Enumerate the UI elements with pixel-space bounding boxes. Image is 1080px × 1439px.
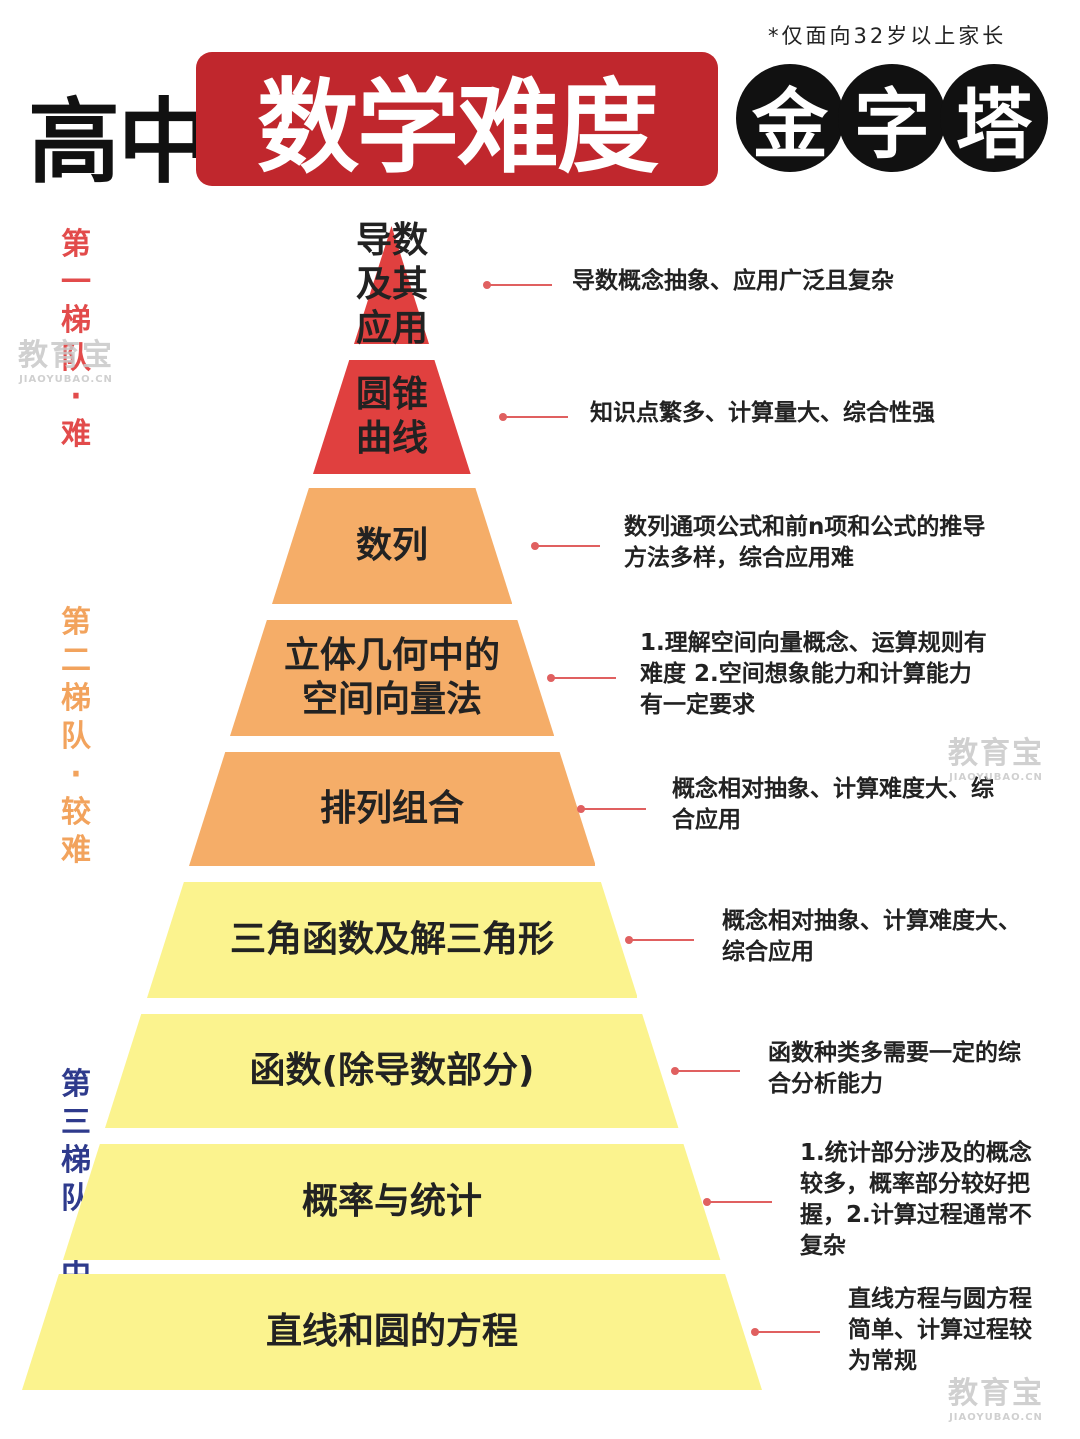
pyramid-topic: 导数 及其应用 [355,220,428,349]
pyramid-layer: 数列 [271,488,513,604]
connector-line [547,674,616,682]
title-circle-2: 字 [838,64,946,172]
pyramid-layer: 函数(除导数部分) [105,1014,679,1128]
topic-description: 导数概念抽象、应用广泛且复杂 [572,268,894,294]
pyramid-layer: 概率与统计 [63,1144,721,1260]
pyramid-topic: 数列 [355,525,428,567]
watermark-2: 教育宝 JIAOYUBAO.CN [948,736,1044,783]
pyramid-layer-shape [188,752,596,866]
pyramid-layer-shape [63,1144,721,1260]
pyramid-layer-shape [271,488,513,604]
pyramid-layer-shape [313,360,471,474]
pyramid-layer: 直线和圆的方程 [22,1274,762,1390]
title-circle-1: 金 [736,64,844,172]
topic-description: 函数种类多需要一定的综 合分析能力 [768,1040,1021,1097]
topic-description: 1.理解空间向量概念、运算规则有 难度 2.空间想象能力和计算能力 有一定要求 [640,630,987,718]
pyramid-topic: 概率与统计 [301,1181,482,1223]
pyramid-topic: 圆锥 曲线 [355,374,428,459]
pyramid-layer-shape [146,882,638,998]
audience-note: *仅面向32岁以上家长 [768,24,1007,48]
topic-description: 概念相对抽象、计算难度大、 综合应用 [722,908,1021,965]
title-highlight-text: 数学难度 [257,68,659,188]
connector-line [577,805,646,813]
connector-line [499,413,568,421]
tier-label-1: 第一梯队·难 [61,227,91,452]
connector-line [483,281,552,289]
title-highlight-box: 数学难度 [196,52,718,188]
topic-description: 知识点繁多、计算量大、综合性强 [590,400,935,426]
pyramid-layer: 排列组合 [188,752,596,866]
watermark-3: 教育宝 JIAOYUBAO.CN [948,1376,1044,1423]
title-circle-3: 塔 [940,64,1048,172]
connector-line [703,1198,772,1206]
pyramid-layer-shape [229,620,555,736]
pyramid-layer: 立体几何中的 空间向量法 [229,620,555,736]
topic-description: 数列通项公式和前n项和公式的推导 方法多样，综合应用难 [624,514,986,571]
topic-description: 直线方程与圆方程 简单、计算过程较 为常规 [848,1286,1032,1374]
pyramid-topic: 函数(除导数部分) [249,1050,535,1092]
pyramid-layer-shape [354,226,430,344]
pyramid-layer: 三角函数及解三角形 [146,882,638,998]
watermark-1: 教育宝 JIAOYUBAO.CN [18,338,114,385]
connector-line [751,1328,820,1336]
pyramid-topic: 排列组合 [319,788,464,830]
connector-line [671,1067,740,1075]
topic-description: 1.统计部分涉及的概念 较多，概率部分较好把 握，2.计算过程通常不 复杂 [800,1140,1032,1259]
pyramid-layer-shape [22,1274,762,1390]
connector-line [625,936,694,944]
pyramid-topic: 直线和圆的方程 [265,1311,518,1353]
pyramid-topic: 三角函数及解三角形 [229,919,554,961]
title-prefix: 高中 [28,89,210,196]
pyramid-layer-shape [105,1014,679,1128]
pyramid-layer: 圆锥 曲线 [313,360,471,474]
tier-label-2: 第二梯队·较难 [61,605,91,868]
pyramid-topic: 立体几何中的 空间向量法 [283,635,500,720]
pyramid-layer: 导数 及其应用 [354,220,430,349]
topic-description: 概念相对抽象、计算难度大、综 合应用 [672,776,994,833]
connector-line [531,542,600,550]
